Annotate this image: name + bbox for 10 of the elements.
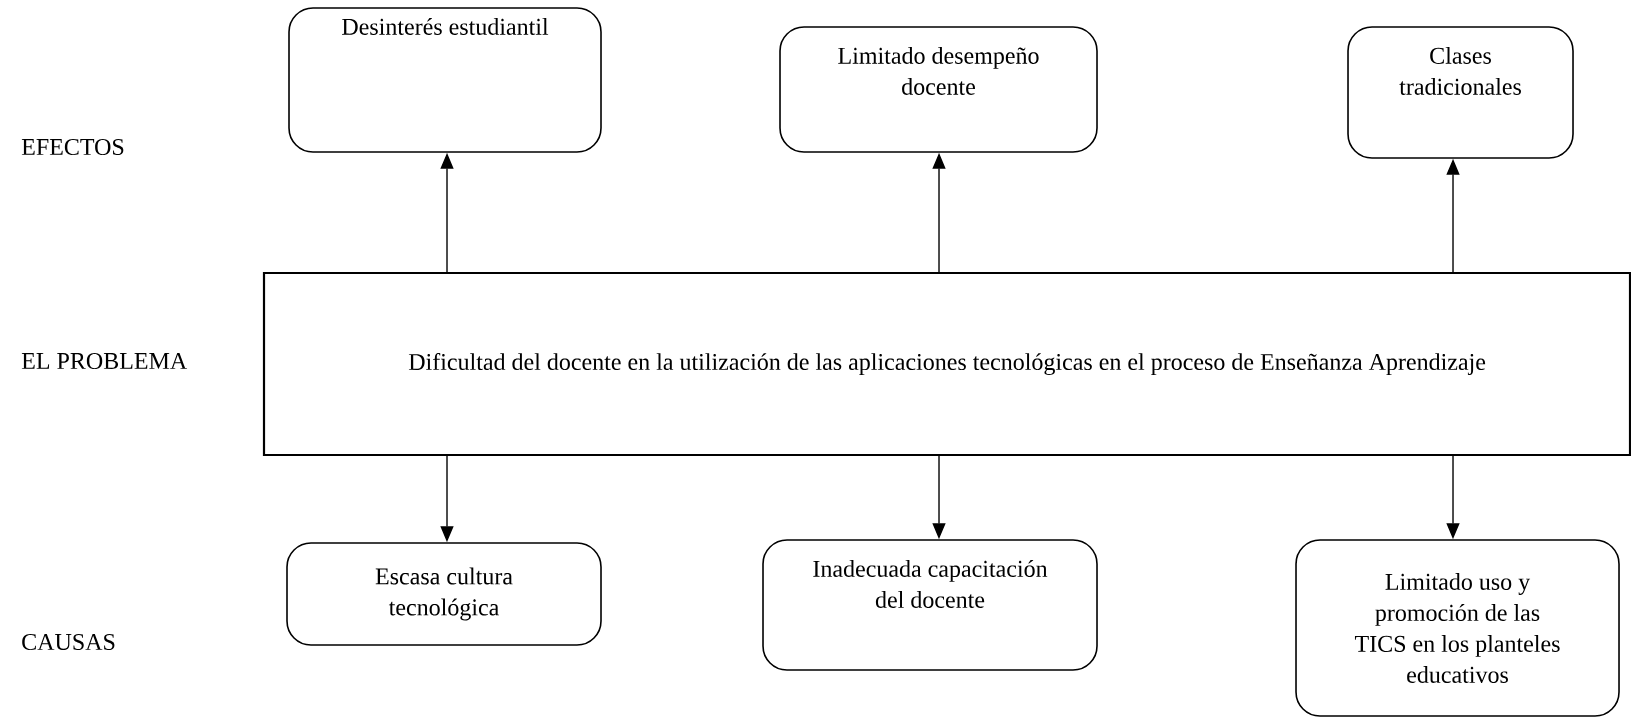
cause-box: Escasa cultura tecnológica — [286, 542, 602, 646]
cause-box: Inadecuada capacitación del docente — [762, 539, 1098, 671]
effect-box: Clases tradicionales — [1347, 26, 1574, 159]
effect-box: Desinterés estudiantil — [288, 7, 602, 153]
problem-box: Dificultad del docente en la utilización de las aplicaciones tecnológicas en el proceso de Enseñanza Aprendizaje — [262, 271, 1631, 457]
cause-box: Limitado uso y promoción de las TICS en los planteles educativos — [1295, 539, 1620, 717]
row-label: EL PROBLEMA — [21, 352, 188, 370]
row-label: CAUSAS — [22, 633, 115, 651]
row-label: EFECTOS — [21, 138, 124, 156]
effect-box: Limitado desempeño docente — [779, 26, 1098, 153]
